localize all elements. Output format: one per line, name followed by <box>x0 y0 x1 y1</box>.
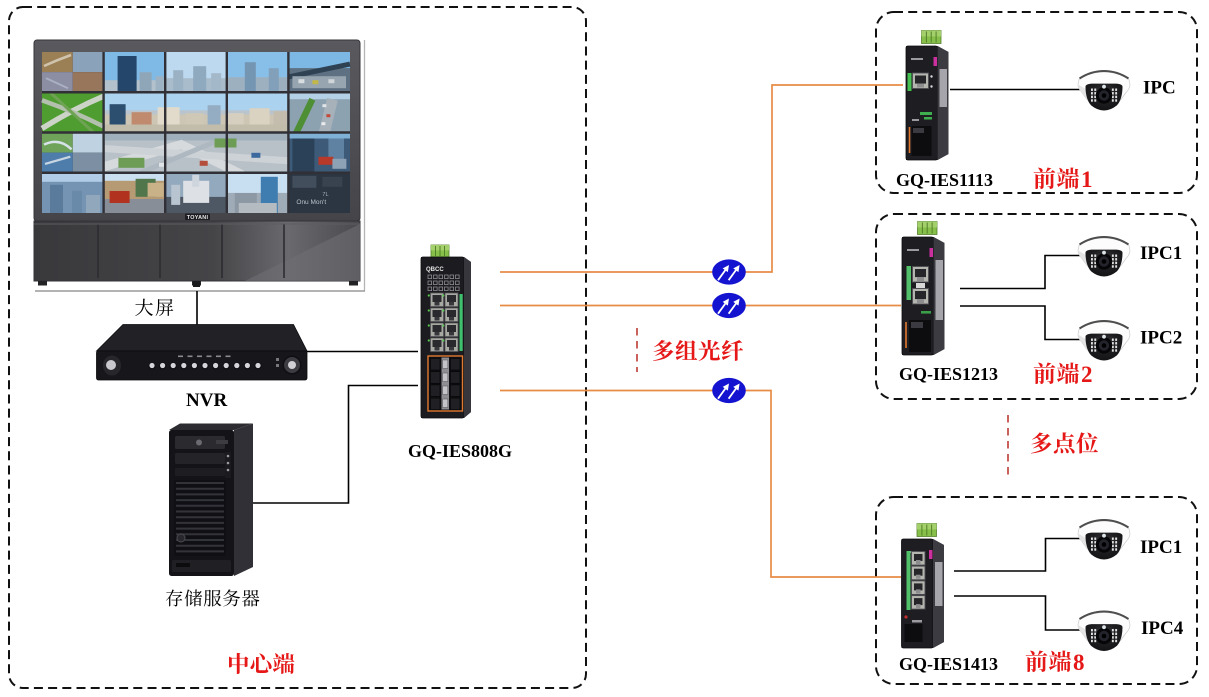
svg-text:7L: 7L <box>322 192 328 198</box>
svg-text:Onu Mon't: Onu Mon't <box>296 199 326 206</box>
svg-text:8: 8 <box>1073 650 1085 675</box>
svg-text:TOYANI: TOYANI <box>187 215 209 221</box>
svg-text:GQ-IES1413: GQ-IES1413 <box>899 654 998 674</box>
svg-text:GQ-IES1213: GQ-IES1213 <box>899 364 998 384</box>
svg-text:QBCC: QBCC <box>426 267 444 273</box>
svg-text:NVR: NVR <box>186 390 227 411</box>
svg-text:IPC2: IPC2 <box>1140 328 1182 349</box>
svg-text:IPC4: IPC4 <box>1141 618 1184 639</box>
svg-text:IPC1: IPC1 <box>1140 243 1182 264</box>
svg-text:1: 1 <box>1081 167 1093 192</box>
svg-text:IPC1: IPC1 <box>1140 537 1182 558</box>
svg-text:GQ-IES808G: GQ-IES808G <box>408 441 512 461</box>
svg-text:GQ-IES1113: GQ-IES1113 <box>896 170 993 190</box>
svg-text:2: 2 <box>1081 362 1093 387</box>
svg-text:IPC: IPC <box>1143 78 1176 99</box>
